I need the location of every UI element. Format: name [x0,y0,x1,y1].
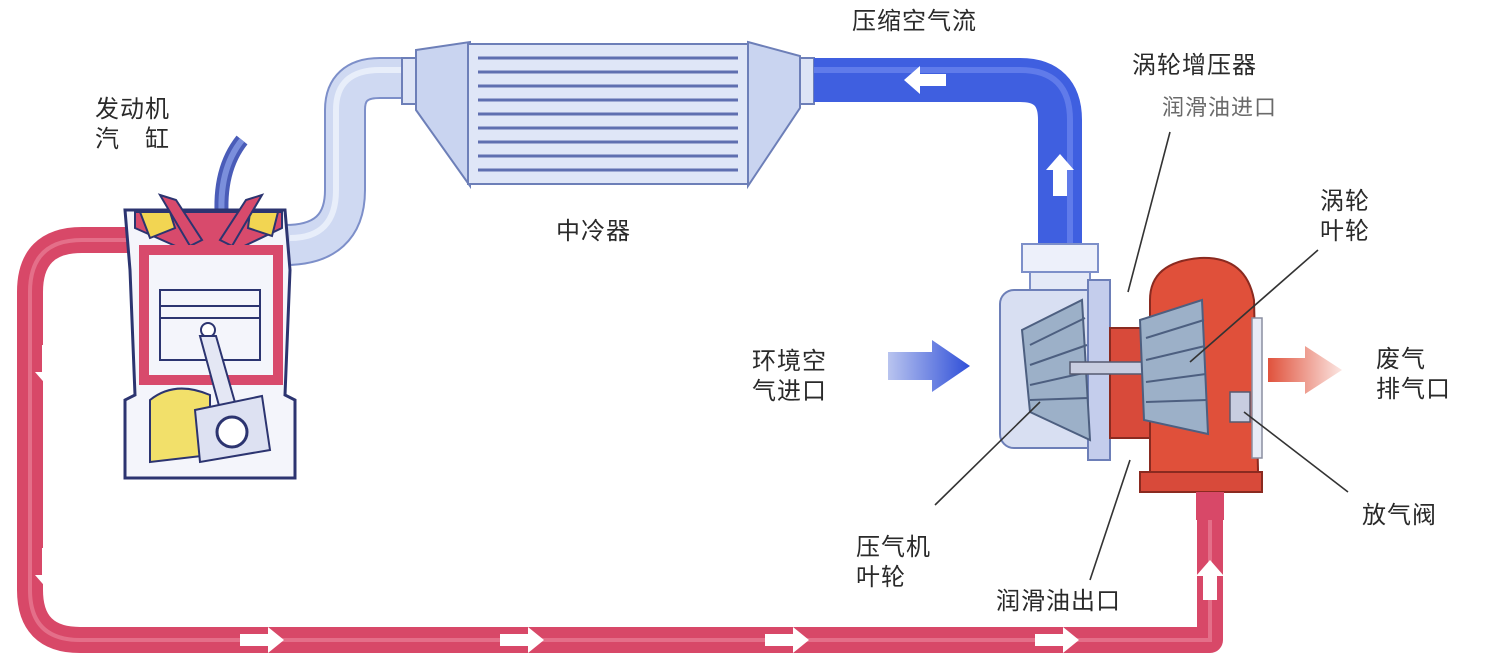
left-arrow-icon [904,66,946,94]
exhaust-return-pipe [17,227,1223,653]
label-compressor-wheel: 压气机 叶轮 [856,532,931,592]
leader-turbine-wheel [1189,249,1319,363]
label-exhaust-outlet: 废气 排气口 [1376,344,1451,404]
label-line: 发动机 [95,95,170,123]
turbine-wheel [1138,298,1210,436]
intercooler [401,40,815,190]
label-oil-inlet: 润滑油进口 [1162,96,1278,121]
right-arrow-icon [240,627,284,653]
label-line: 排气口 [1376,375,1451,403]
label-wastegate: 放气阀 [1362,501,1437,529]
label-line: 压气机 [856,533,931,561]
label-line: 叶轮 [1320,217,1370,245]
label-turbocharger: 涡轮增压器 [1132,51,1257,79]
label-compressed-air-flow: 压缩空气流 [852,7,977,35]
label-ambient-air-inlet: 环境空 气进口 [752,346,827,406]
intercooler-fins [478,56,738,172]
label-oil-outlet: 润滑油出口 [996,587,1121,615]
leader-turbocharger [1127,131,1171,293]
engine-cylinder [123,135,297,480]
leader-compressor-wheel [934,401,1041,506]
leader-oil-outlet [1089,459,1131,581]
up-arrow-icon [1046,154,1074,196]
label-engine-cylinder: 发动机 汽 缸 [95,94,170,154]
ambient-air-arrow-icon [888,340,970,392]
exhaust-flow-arrows [35,345,1224,653]
leader-lines [934,131,1349,581]
label-line: 涡轮 [1320,187,1370,215]
label-line: 气进口 [752,377,827,405]
label-turbine-wheel: 涡轮 叶轮 [1320,186,1370,246]
compressed-air-pipe [814,58,1099,291]
leader-wastegate [1243,411,1349,493]
down-arrow-icon [35,345,63,388]
label-line: 汽 缸 [95,125,170,153]
turbocharger [999,256,1263,520]
right-arrow-icon [1035,627,1079,653]
down-arrow-icon [35,548,63,591]
right-arrow-icon [765,627,809,653]
label-line: 叶轮 [856,563,906,591]
intake-manifold-pipe [284,57,420,266]
up-arrow-icon [1196,560,1224,600]
label-intercooler: 中冷器 [556,217,631,245]
label-line: 废气 [1376,345,1426,373]
right-arrow-icon [500,627,544,653]
compressor-wheel [1020,298,1092,442]
label-line: 环境空 [752,347,827,375]
exhaust-outlet-arrow-icon [1268,346,1342,394]
